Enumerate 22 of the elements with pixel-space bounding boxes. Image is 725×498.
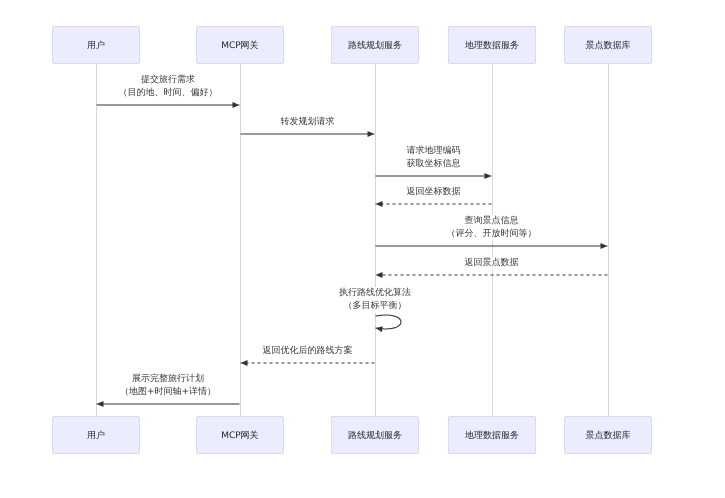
message-arrow <box>376 173 492 179</box>
dashed-arrow <box>240 360 374 366</box>
edge-label: 返回景点数据 <box>462 257 520 270</box>
message-arrow <box>376 243 608 249</box>
participant-box: MCP网关 <box>196 416 284 454</box>
edge-label: 执行路线优化算法（多目标平衡） <box>337 287 413 313</box>
dashed-arrow <box>376 272 608 278</box>
participant-box: 用户 <box>52 416 140 454</box>
participant-box: 地理数据服务 <box>448 416 536 454</box>
participant-box: 路线规划服务 <box>331 26 419 64</box>
lifeline <box>374 64 376 416</box>
participant-box: 景点数据库 <box>564 416 652 454</box>
self-loop-arrow <box>375 314 402 332</box>
participant-box: 地理数据服务 <box>448 26 536 64</box>
message-arrow <box>96 401 240 407</box>
message-arrow <box>96 102 240 108</box>
dashed-arrow <box>376 201 492 207</box>
participant-box: MCP网关 <box>196 26 284 64</box>
participant-box: 路线规划服务 <box>331 416 419 454</box>
participant-box: 景点数据库 <box>564 26 652 64</box>
participant-box: 用户 <box>52 26 140 64</box>
message-arrow <box>240 131 374 137</box>
